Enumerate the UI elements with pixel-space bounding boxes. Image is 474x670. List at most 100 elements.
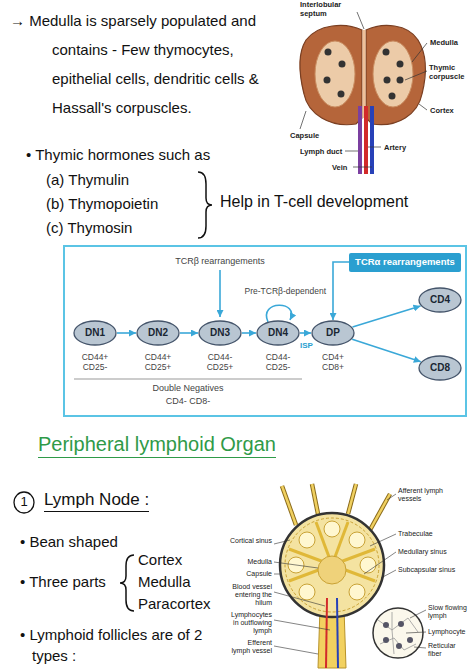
artery <box>364 106 368 174</box>
cell-stage-oval: DN3 <box>198 320 242 346</box>
thymus-lobe <box>300 25 362 124</box>
note-text: • Three parts <box>20 573 106 591</box>
number-circle-shape <box>14 492 34 513</box>
anatomy-label: Interlobular septum <box>300 1 354 18</box>
note-text: → Medulla is sparsely populated and cont… <box>10 6 292 122</box>
leader-line <box>274 620 330 630</box>
cell-stage-oval-content: CD8 <box>430 362 450 374</box>
flow-arrow <box>333 262 349 320</box>
anatomy-label: Cortical sinus <box>228 537 272 545</box>
anatomy-label: Capsule <box>228 570 272 578</box>
leader-line <box>345 151 358 152</box>
cell-stage-oval-text: DN2 <box>148 327 168 339</box>
leader-line <box>300 111 306 129</box>
cell-stage-oval: CD4 <box>418 287 462 313</box>
cell-stage-oval-shape <box>419 288 461 312</box>
anatomy-label: Lymph duct <box>300 147 342 156</box>
list-item: (a) Thymulin <box>46 171 129 189</box>
cell-stage-oval-text: DP <box>326 327 340 339</box>
follicle <box>349 532 365 548</box>
flow-arrow <box>353 306 421 327</box>
cell-stage-oval-content: DP <box>326 327 340 339</box>
leader-line <box>387 494 396 500</box>
follicles <box>288 521 376 600</box>
afferent-vessel <box>282 486 296 525</box>
vessel-outline <box>312 484 318 514</box>
thymus-medulla <box>315 41 355 107</box>
cell-stage-oval-content: DN1 <box>85 327 105 339</box>
leader-line <box>410 610 426 618</box>
lymphocyte-dot <box>396 643 402 649</box>
vessel-outline <box>348 484 356 514</box>
cell-stage-oval: DP <box>311 320 355 346</box>
leader-line <box>274 592 325 606</box>
cell-stage-oval-text: DN3 <box>210 327 230 339</box>
subcapsular-sinus <box>285 518 379 612</box>
cell-stage-oval: DN4 <box>256 320 300 346</box>
list-item: Medulla <box>138 573 191 591</box>
corpuscle-dot <box>384 77 391 84</box>
list-item: (b) Thymopoietin <box>46 195 158 213</box>
anatomy-label: Capsule <box>290 131 319 140</box>
corpuscle-dot <box>338 91 345 98</box>
number-circle-content: 1 <box>20 495 27 510</box>
flow-arrow <box>300 332 311 334</box>
rearrangement-box-text: TCRα rearrangements <box>355 257 455 268</box>
cell-stage-oval-shape <box>137 321 179 345</box>
corpuscle-dot <box>389 93 396 100</box>
stage-label: TCRβ rearrangements <box>165 256 275 267</box>
list-item: Cortex <box>138 551 182 569</box>
cell-stage-oval-shape <box>257 321 299 345</box>
follicle <box>299 532 315 548</box>
leader-line <box>274 574 280 575</box>
leader-line <box>405 71 427 80</box>
follicle <box>324 521 340 537</box>
lymph-node-illustration <box>280 484 423 668</box>
corpuscle-dot <box>397 77 404 84</box>
marker-label: CD44+ CD25- <box>73 352 117 372</box>
leader-line <box>364 552 396 574</box>
lymphocyte-dot <box>383 622 389 628</box>
thymus-illustration <box>300 25 426 174</box>
cell-stage-oval: DN2 <box>136 320 180 346</box>
stage-label: Pre-TCRβ-dependent <box>226 286 326 296</box>
anatomy-label: Medulla <box>430 38 458 47</box>
rearrangement-arrow <box>219 270 221 317</box>
section-heading: Peripheral lymphoid Organ <box>38 432 276 458</box>
vein <box>370 106 374 174</box>
note-text: • Lymphoid follicles are of 2 types : <box>20 624 220 666</box>
leader-line <box>414 647 426 648</box>
anatomy-label: Medullary sinus <box>398 548 468 556</box>
number-circle: 1 <box>13 491 35 514</box>
blood-vessel <box>337 598 338 668</box>
anatomy-label: Artery <box>384 143 406 152</box>
leader-line <box>370 534 396 546</box>
list-item: (c) Thymosin <box>46 219 132 237</box>
group-rule <box>74 379 302 380</box>
lymphocytes <box>383 621 413 649</box>
rearrangement-box-content: TCRα rearrangements <box>355 257 455 268</box>
cell-stage-oval-content: DN3 <box>210 327 230 339</box>
anatomy-label: Reticular fiber <box>428 642 470 658</box>
flow-arrow <box>117 332 136 334</box>
thymus-medulla <box>373 41 413 107</box>
loop-arrow <box>266 305 291 322</box>
anatomy-label: Efferent lymph vessel <box>228 639 272 655</box>
flow-arrow <box>352 339 421 361</box>
note-text: • Thymic hormones such as <box>26 146 210 164</box>
afferent-vessel <box>312 484 318 514</box>
marker-label: CD44- CD25+ <box>198 352 242 372</box>
corpuscle-dot <box>339 61 346 68</box>
cell-stage-oval-content: DN2 <box>148 327 168 339</box>
cell-stage-oval-shape <box>419 356 461 380</box>
flow-arrow <box>242 332 256 334</box>
anatomy-label: Thymic corpuscle <box>429 64 471 81</box>
anatomy-label: Blood vessel entering the hilum <box>228 583 272 607</box>
flow-arrow <box>180 332 198 334</box>
anatomy-label: Afferent lymph vessels <box>398 487 464 503</box>
cell-stage-oval-text: DN1 <box>85 327 105 339</box>
note-text: • Bean shaped <box>20 533 118 551</box>
leader-line <box>274 562 318 568</box>
lymphocyte-dot <box>383 637 389 643</box>
